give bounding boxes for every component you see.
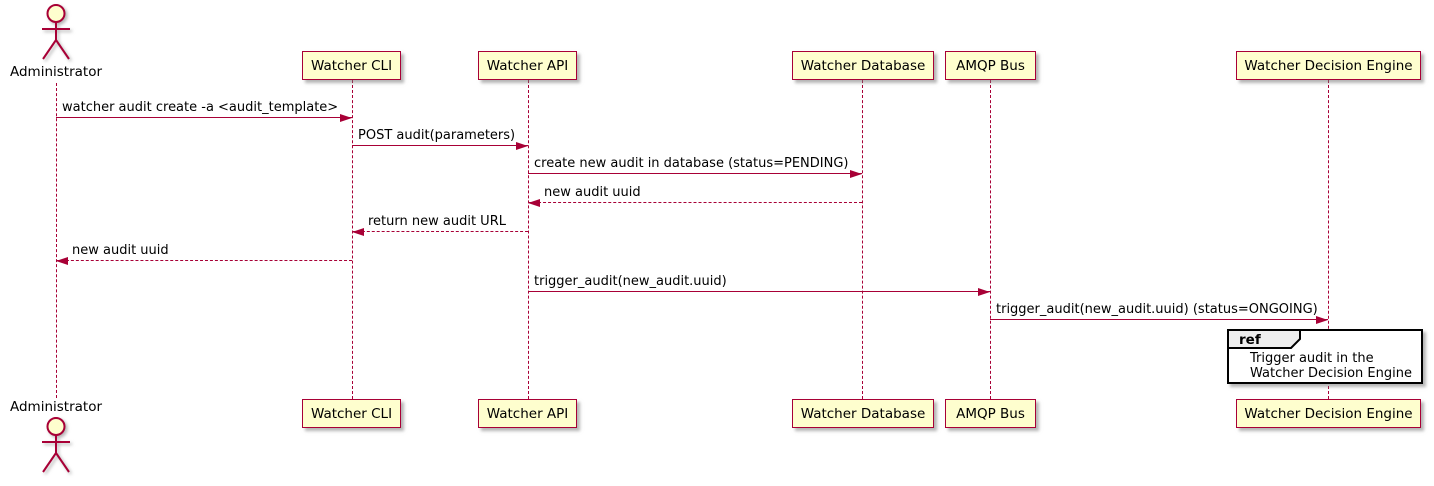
message-label: create new audit in database (status=PEN… (534, 156, 849, 171)
arrowhead-icon (516, 142, 528, 151)
message-label: POST audit(parameters) (358, 128, 516, 143)
ref-text: Trigger audit in the Watcher Decision En… (1250, 351, 1412, 381)
lifeline-watcher-cli (352, 80, 353, 399)
participant-watcher-decision-engine-bottom: Watcher Decision Engine (1236, 399, 1421, 428)
lifeline-watcher-decision-engine (1328, 80, 1329, 399)
message-label: trigger_audit(new_audit.uuid) (status=ON… (996, 302, 1318, 317)
lifeline-watcher-api (528, 80, 529, 399)
message-line (56, 260, 352, 261)
participant-amqp-bus-bottom: AMQP Bus (945, 399, 1036, 428)
message-line (528, 173, 862, 174)
arrowhead-icon (56, 257, 68, 266)
message-trigger-audit: trigger_audit(new_audit.uuid) (528, 271, 990, 297)
message-line (352, 231, 528, 232)
message-line (528, 291, 990, 292)
actor-label-bottom: Administrator (9, 399, 103, 415)
message-label: watcher audit create -a <audit_template> (62, 100, 339, 115)
lifeline-administrator (56, 83, 57, 398)
arrowhead-icon (1316, 316, 1328, 325)
participant-watcher-api-top: Watcher API (478, 51, 577, 80)
message-line (352, 145, 528, 146)
message-post-audit: POST audit(parameters) (352, 125, 528, 151)
ref-text-line1: Trigger audit in the (1250, 351, 1374, 366)
participant-watcher-cli-bottom: Watcher CLI (302, 399, 401, 428)
actor-label-top: Administrator (9, 64, 103, 80)
message-label: new audit uuid (544, 185, 641, 200)
arrowhead-icon (340, 114, 352, 123)
arrowhead-icon (528, 199, 540, 208)
actor-icon-bottom (42, 417, 70, 473)
message-label: return new audit URL (368, 214, 506, 229)
message-audit-create: watcher audit create -a <audit_template> (56, 97, 352, 123)
lifeline-watcher-database (862, 80, 863, 399)
message-label: trigger_audit(new_audit.uuid) (534, 274, 727, 289)
participant-amqp-bus-top: AMQP Bus (945, 51, 1036, 80)
message-create-audit-db: create new audit in database (status=PEN… (528, 153, 862, 179)
participant-watcher-database-bottom: Watcher Database (792, 399, 934, 428)
actor-icon-top (42, 4, 70, 60)
message-new-audit-uuid-db: new audit uuid (528, 182, 862, 208)
message-line (990, 319, 1328, 320)
message-return-audit-url: return new audit URL (352, 211, 528, 237)
participant-watcher-api-bottom: Watcher API (478, 399, 577, 428)
participant-watcher-database-top: Watcher Database (792, 51, 934, 80)
arrowhead-icon (850, 170, 862, 179)
participant-watcher-cli-top: Watcher CLI (302, 51, 401, 80)
arrowhead-icon (352, 228, 364, 237)
lifeline-amqp-bus (990, 80, 991, 399)
message-trigger-audit-ongoing: trigger_audit(new_audit.uuid) (status=ON… (990, 299, 1328, 325)
ref-keyword: ref (1239, 332, 1261, 348)
ref-tag-icon: ref (1227, 329, 1301, 349)
ref-fragment: ref Trigger audit in the Watcher Decisio… (1227, 329, 1423, 384)
ref-text-line2: Watcher Decision Engine (1250, 366, 1412, 381)
message-new-audit-uuid-admin: new audit uuid (56, 240, 352, 266)
arrowhead-icon (978, 288, 990, 297)
message-label: new audit uuid (72, 243, 169, 258)
participant-watcher-decision-engine-top: Watcher Decision Engine (1236, 51, 1421, 80)
message-line (528, 202, 862, 203)
message-line (56, 117, 352, 118)
